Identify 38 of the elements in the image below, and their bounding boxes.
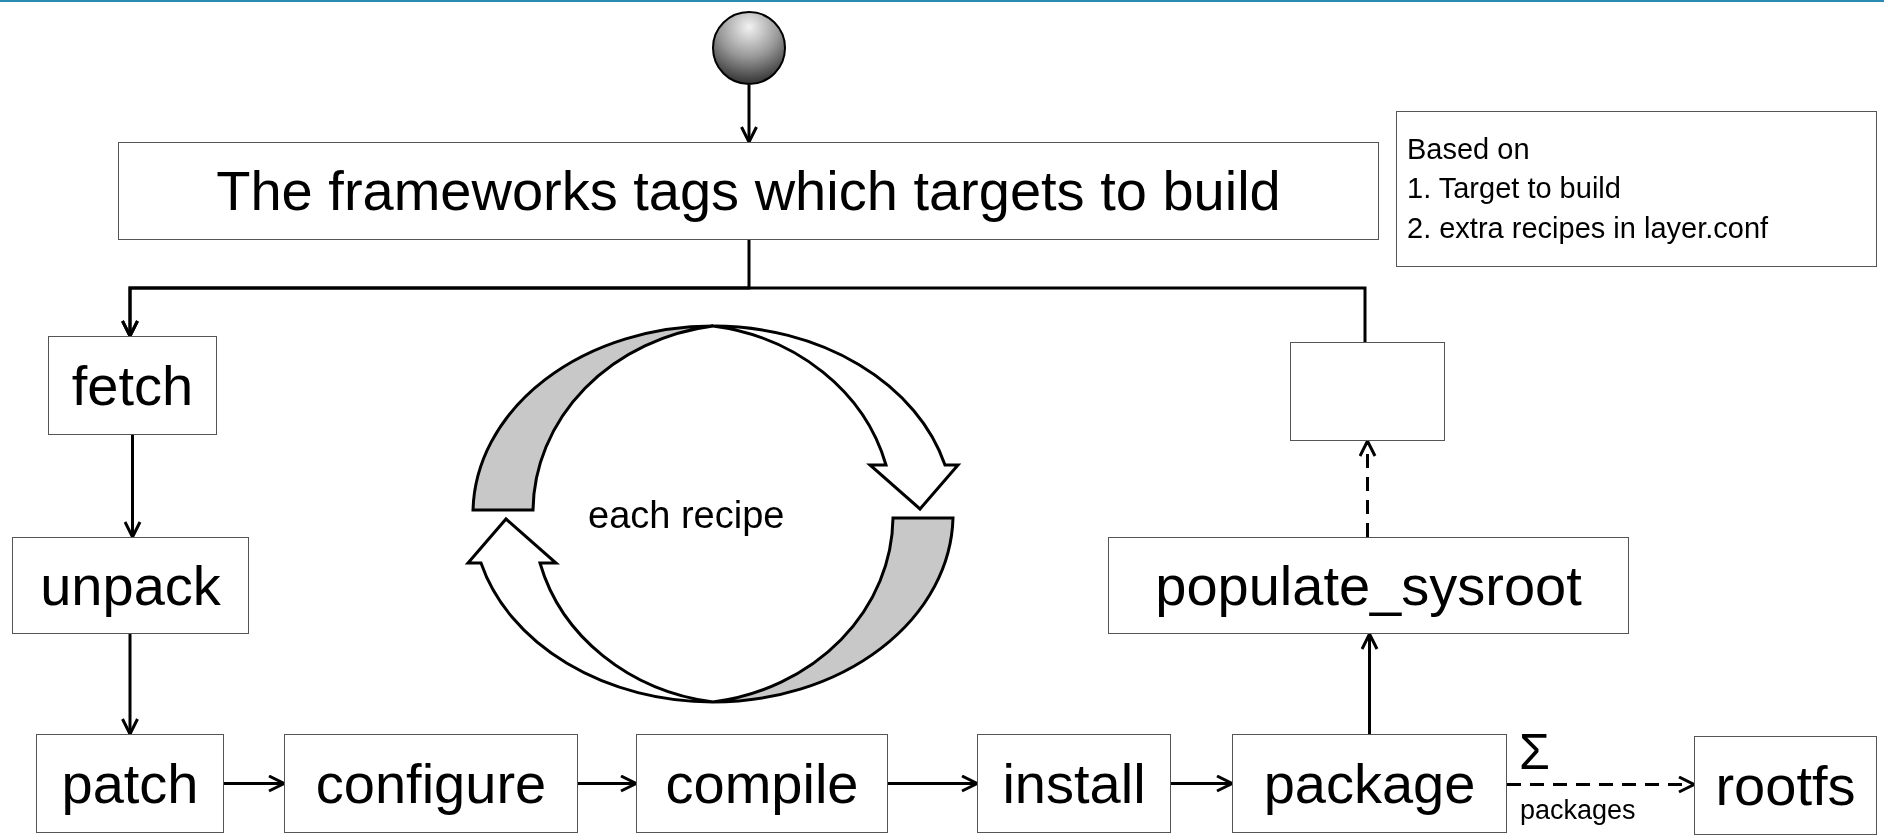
note-box bbox=[1396, 111, 1877, 267]
note-item: 1. Target to build bbox=[1407, 171, 1621, 207]
empty-box bbox=[1290, 342, 1445, 441]
arrow bbox=[121, 634, 139, 736]
node-label: install bbox=[1002, 752, 1146, 815]
node-label: rootfs bbox=[1715, 754, 1856, 817]
process-box bbox=[12, 537, 249, 634]
arrow bbox=[740, 85, 758, 144]
node-label: package bbox=[1263, 752, 1476, 815]
process-box bbox=[1108, 537, 1629, 634]
process-box bbox=[977, 734, 1171, 833]
arrow bbox=[123, 435, 142, 539]
arrow bbox=[1358, 439, 1377, 537]
arrow bbox=[1507, 775, 1696, 794]
process-box bbox=[636, 734, 888, 833]
arrow bbox=[578, 774, 638, 793]
arrow bbox=[1360, 632, 1379, 734]
node-label: configure bbox=[315, 752, 547, 815]
node-label: compile bbox=[665, 752, 859, 815]
process-box bbox=[1232, 734, 1507, 833]
arrow bbox=[888, 774, 979, 793]
arrow bbox=[121, 286, 1367, 342]
arrow bbox=[1171, 774, 1234, 793]
process-box bbox=[48, 336, 217, 435]
process-box bbox=[118, 142, 1379, 240]
process-box bbox=[284, 734, 578, 833]
note-heading: Based on bbox=[1407, 132, 1530, 168]
node-label: patch bbox=[61, 752, 199, 815]
process-box bbox=[36, 734, 224, 833]
center-label: each recipe bbox=[588, 495, 785, 537]
node-label: The frameworks tags which targets to build bbox=[216, 160, 1281, 222]
arrow bbox=[224, 774, 286, 793]
note-item: 2. extra recipes in layer.conf bbox=[1407, 210, 1769, 246]
node-label: unpack bbox=[40, 554, 221, 617]
process-box bbox=[1694, 736, 1877, 835]
node-label: fetch bbox=[71, 354, 194, 417]
edge-sublabel: packages bbox=[1520, 796, 1636, 826]
node-label: populate_sysroot bbox=[1155, 554, 1582, 617]
